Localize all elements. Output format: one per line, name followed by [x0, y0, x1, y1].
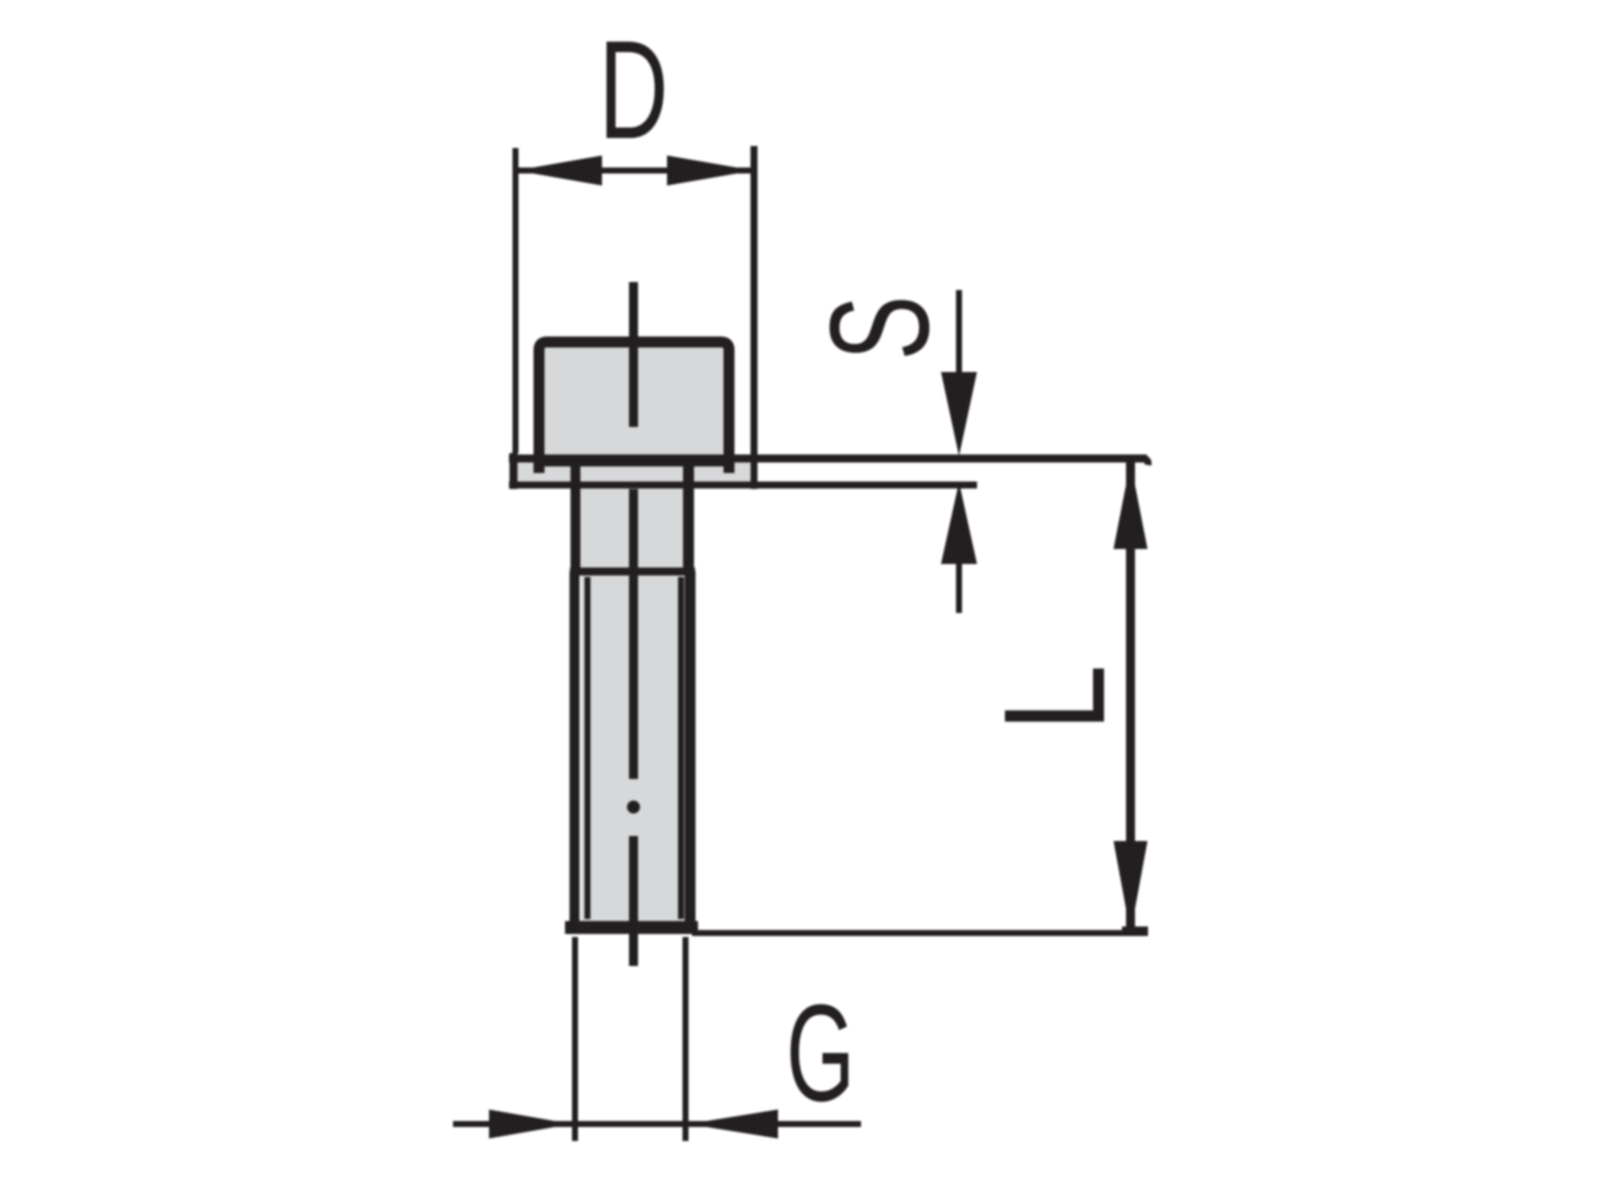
svg-text:S: S — [800, 296, 958, 361]
svg-text:L: L — [975, 665, 1136, 732]
svg-text:D: D — [599, 12, 669, 168]
svg-text:G: G — [786, 975, 855, 1130]
